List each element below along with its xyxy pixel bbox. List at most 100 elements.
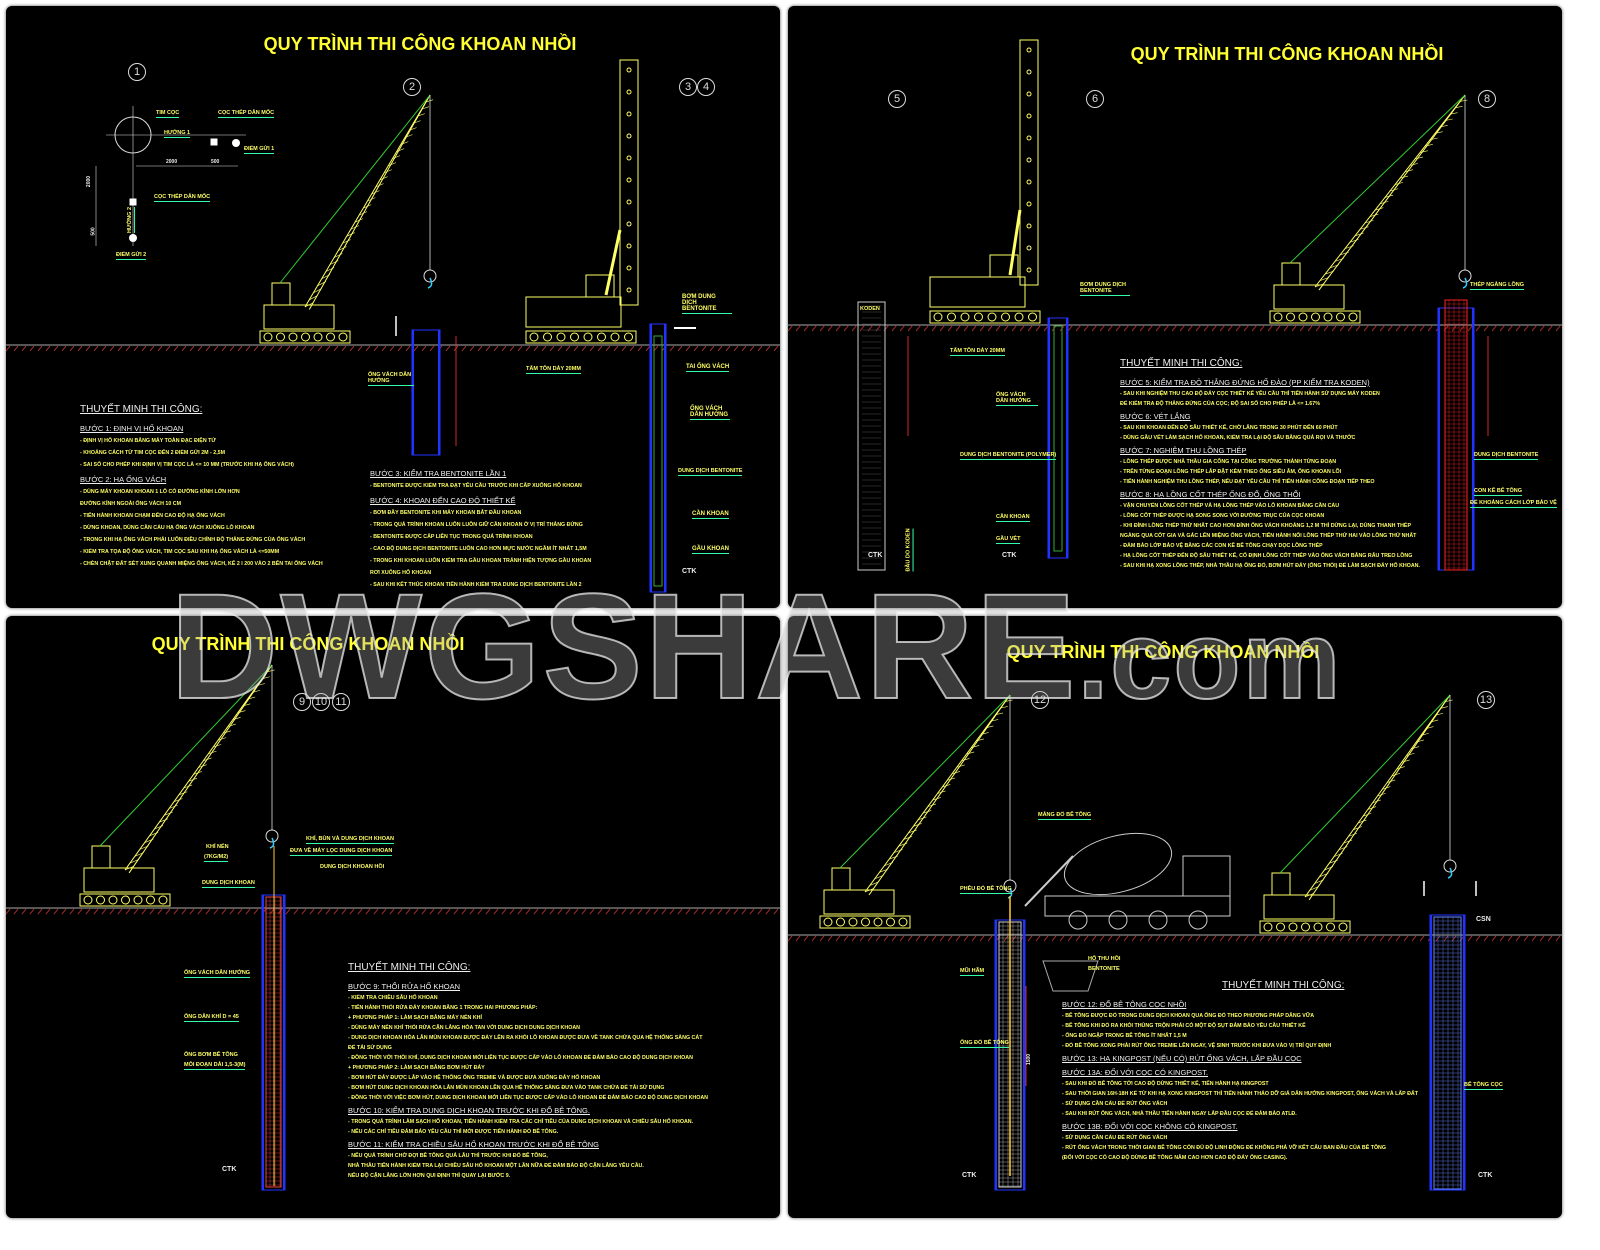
ground-hatch (701, 908, 707, 915)
crane-body (1263, 894, 1335, 920)
label: (7KG/M2) (204, 854, 229, 862)
step-line: - ĐỒNG THỜI VỚI VIỆC BƠM HÚT, DUNG DỊCH … (348, 1095, 709, 1101)
panel-steps-9-11: QUY TRÌNH THI CÔNG KHOAN NHỒI 9 10 11 KH… (6, 616, 780, 1218)
crane-wheel (133, 895, 143, 905)
ground-hatch (509, 908, 515, 915)
ground-hatch (1539, 935, 1545, 942)
crane-cab (1281, 262, 1301, 286)
ground-hatch (1267, 325, 1273, 332)
ground-hatch (77, 908, 83, 915)
ground-hatch (293, 345, 299, 352)
ground-hatch (693, 345, 699, 352)
ground-hatch (45, 345, 51, 352)
mast-bolt (1026, 201, 1032, 207)
ground-hatch (133, 908, 139, 915)
notes-block: THUYẾT MINH THI CÔNG:BƯỚC 5: KIỂM TRA ĐỘ… (1120, 358, 1420, 573)
crane-wheel (313, 332, 323, 342)
step-line: - HẠ LỒNG CỐT THÉP ĐẾN ĐỘ SÂU THIẾT KẾ, … (1120, 553, 1413, 559)
ground-hatch (725, 908, 731, 915)
crane-lattice (173, 798, 183, 802)
step-line: - DÙNG MÁY NÉN KHÍ THỔI RỬA CẶN LẮNG HÒA… (348, 1025, 580, 1031)
crane-lattice (1435, 712, 1444, 716)
ground-hatch (1179, 325, 1185, 332)
ground-hatch (1147, 325, 1153, 332)
crane-lattice (367, 197, 376, 202)
ground-hatch (149, 345, 155, 352)
panel-steps-1-4: QUY TRÌNH THI CÔNG KHOAN NHỒI 1 2 3 4 TI… (6, 6, 780, 608)
ground-hatch (589, 345, 595, 352)
ground-hatch (1275, 325, 1281, 332)
rig-body (525, 296, 622, 328)
step-line: NẾU ĐỘ CẶN LẮNG LỚN HƠN QUI ĐỊNH THÌ QUA… (348, 1173, 511, 1179)
ground-hatch (1123, 325, 1129, 332)
label: HỐ THU HỒI (1088, 956, 1121, 962)
step-line: - TRÊN TỪNG ĐOẠN LỒNG THÉP LẮP ĐẶT KÈM T… (1120, 469, 1342, 475)
ground-hatch (477, 345, 483, 352)
dimension: 2000 (166, 159, 178, 165)
label: CỌC THÉP DẪN MỐC (154, 194, 211, 202)
crane-wheel (836, 917, 845, 927)
step-number: 12 (1031, 691, 1049, 709)
crane-lattice (1425, 726, 1434, 729)
ground-hatch (1099, 935, 1105, 942)
rig-wheel (947, 312, 956, 322)
crane-track (259, 330, 351, 344)
ground-hatch (859, 935, 865, 942)
crane-lattice (995, 712, 1004, 715)
ground-hatch (373, 908, 379, 915)
mast-bolt (626, 287, 632, 293)
ground-hatch (149, 908, 155, 915)
ground-hatch (1035, 325, 1041, 332)
ground-hatch (701, 345, 707, 352)
label: GẦU KHOAN (692, 546, 729, 554)
ground-hatch (1499, 325, 1505, 332)
mast-bolt (626, 111, 632, 117)
label: TẤM TÔN DÀY 20MM (526, 366, 581, 374)
ground-hatch (341, 345, 347, 352)
ground-hatch (1083, 325, 1089, 332)
label: DUNG DỊCH BENTONITE (678, 468, 743, 476)
rig-wheel (543, 332, 552, 342)
step-line: - ĐẢM BẢO LỚP BẢO VỆ BẰNG CÁC CON KÊ BÊ … (1120, 543, 1323, 549)
ground-hatch (1515, 325, 1521, 332)
ground-hatch (733, 908, 739, 915)
ground-hatch (835, 935, 841, 942)
ground-hatch (53, 345, 59, 352)
ground-hatch (1139, 935, 1145, 942)
crane-lattice (218, 737, 227, 741)
crane-lattice (927, 803, 937, 807)
ground-hatch (987, 325, 993, 332)
step-line: - TRONG KHI KHOAN LUÔN KIỂM TRA GẦU KHOA… (370, 558, 592, 564)
ground-hatch (485, 908, 491, 915)
crane-cable (839, 694, 1011, 869)
step-line: - SAU KHI NGHIỆM THU CAO ĐỘ ĐÁY CỌC THIẾ… (1120, 391, 1380, 397)
crane-wheel (886, 917, 895, 927)
crane-boom (868, 694, 1011, 896)
mast-bolt (1026, 245, 1032, 251)
step-line: - KHOẢNG CÁCH TỪ TIM CỌC ĐẾN 2 ĐIỂM GỬI … (80, 450, 226, 456)
ground-hatch (1483, 325, 1489, 332)
crane-lattice (985, 725, 994, 729)
crane-lattice (313, 288, 322, 294)
ground-hatch (85, 908, 91, 915)
ground-hatch (1355, 325, 1361, 332)
ground-hatch (557, 345, 563, 352)
crane-lattice (257, 683, 265, 686)
crane-lattice (1314, 879, 1324, 884)
crane-lattice (1344, 245, 1354, 249)
crane-wheel (1286, 312, 1295, 322)
ground-hatch (939, 325, 945, 332)
drill-rod (653, 335, 663, 587)
rig-wheel (570, 332, 579, 342)
ground-hatch (1211, 325, 1217, 332)
crawler-crane (1269, 94, 1472, 324)
ground-hatch (1235, 935, 1241, 942)
crane-lattice (1439, 125, 1448, 128)
ground-hatch (333, 345, 339, 352)
hook-icon (427, 277, 433, 289)
rig-wheel (1028, 312, 1037, 322)
crane-lattice (1377, 792, 1386, 797)
ground-hatch (205, 908, 211, 915)
ground-hatch (6, 908, 11, 915)
ground-hatch (429, 908, 435, 915)
